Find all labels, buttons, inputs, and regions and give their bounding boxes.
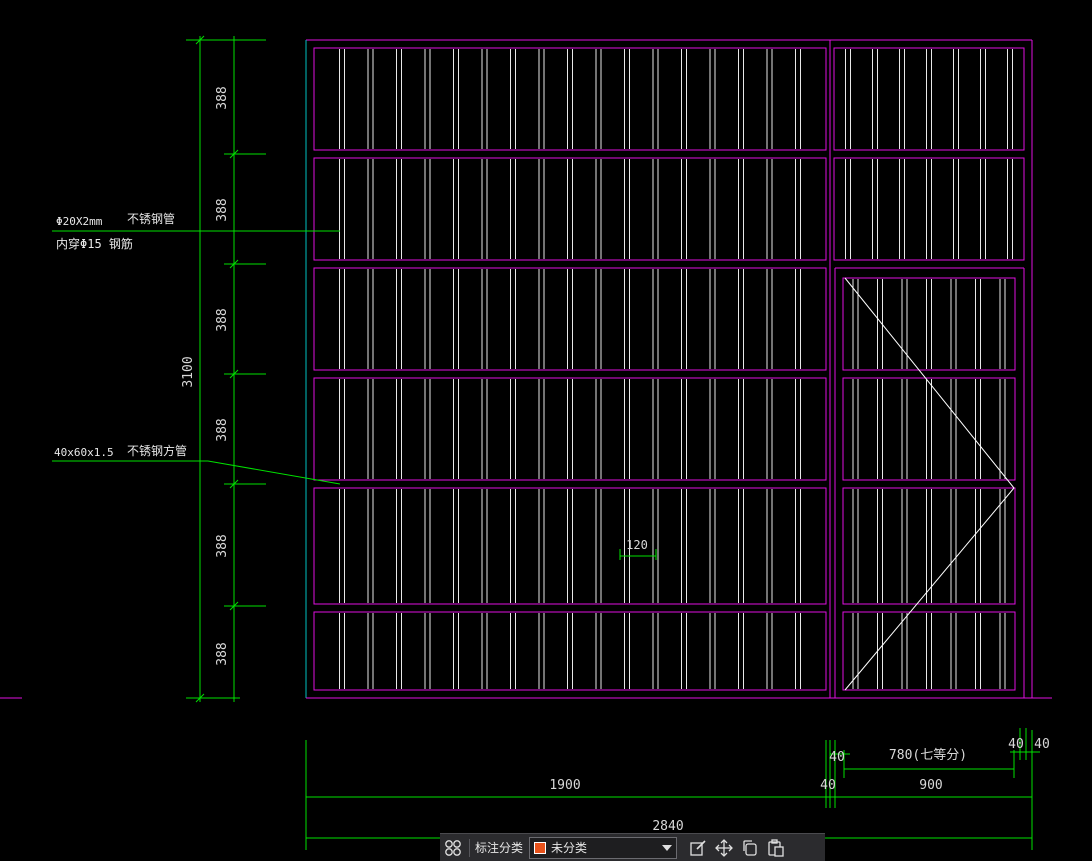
grid-icon[interactable] [440,835,466,861]
note-pipe-material: 不锈钢管 [127,211,175,226]
dim-door-inner: 780(七等分) [889,747,967,763]
category-select[interactable]: 未分类 [529,836,678,859]
dim-row-height-4: 388 [215,418,230,441]
left-panel-4 [313,377,827,481]
dim-row-height-5: 388 [215,534,230,557]
dim-edge-a: 40 [1008,737,1024,752]
edit-icon[interactable] [685,835,711,861]
door-swing-line [844,277,1015,691]
door-panel-4 [842,611,1016,691]
note-inner-bar: 内穿Φ15 钢筋 [56,236,133,251]
transom-panel-1 [833,47,1025,151]
move-icon[interactable] [711,835,737,861]
transom-panel-2 [833,157,1025,261]
dim-total-height: 3100 [181,356,196,387]
dim-total-width: 2840 [652,819,683,834]
left-panel-6 [313,611,827,691]
panel-grid [313,47,1025,691]
door-panel-3 [842,487,1016,605]
dim-door-width: 900 [919,778,942,793]
category-label: 标注分类 [475,841,524,855]
slat-spacing-dimension [619,549,657,560]
annotation-toolbar: 标注分类 未分类 [440,833,825,861]
outer-frame [305,39,1033,699]
note-tube-material: 不锈钢方管 [127,443,187,458]
tube-leader [52,460,341,485]
dim-row-height-1: 388 [215,86,230,109]
dim-gap-a: 40 [829,750,845,765]
dim-edge-b: 40 [1034,737,1050,752]
left-panel-2 [313,157,827,261]
left-panel-1 [313,47,827,151]
note-pipe-spec: Φ20X2mm [56,215,103,228]
dim-slat-spacing: 120 [626,538,648,552]
note-tube-spec: 40x60x1.5 [54,446,114,459]
left-panel-5 [313,487,827,605]
door-panel-2 [842,377,1016,481]
height-dimension-chain [186,35,266,703]
category-select-value: 未分类 [551,841,588,855]
category-color-swatch [534,841,547,854]
dim-row-height-3: 388 [215,308,230,331]
copy-icon[interactable] [737,835,763,861]
dim-left-panel-width: 1900 [549,778,580,793]
toolbar-divider [469,838,470,857]
left-panel-3 [313,267,827,371]
dim-row-height-6: 388 [215,642,230,665]
chevron-down-icon [662,844,673,851]
dim-gap-b: 40 [820,778,836,793]
dim-row-height-2: 388 [215,198,230,221]
paste-icon[interactable] [763,835,789,861]
door-panel-1 [842,277,1016,371]
